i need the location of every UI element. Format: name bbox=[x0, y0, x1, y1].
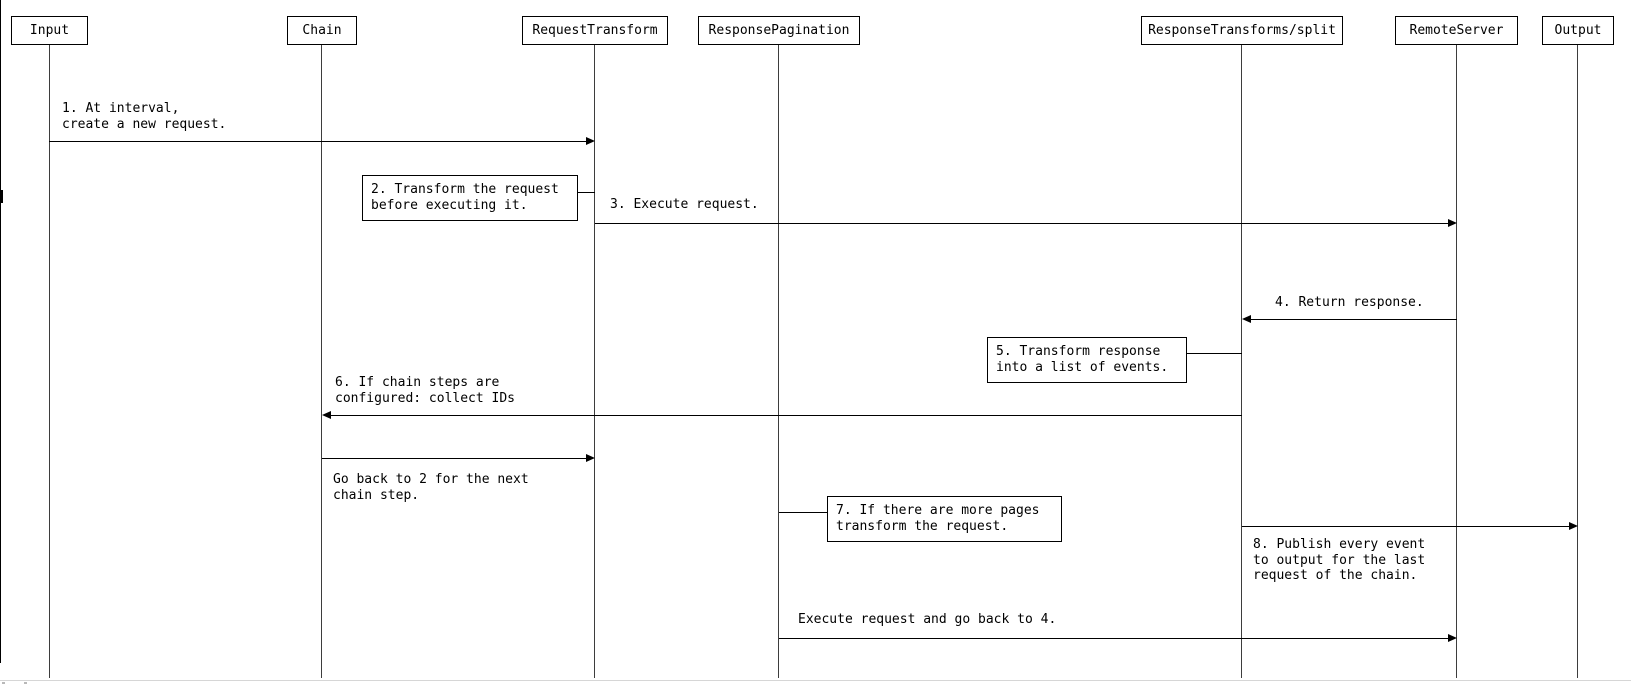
bottom-artifact-dot bbox=[2, 682, 5, 684]
note-7: 7. If there are more pages transform the… bbox=[827, 496, 1062, 542]
lifeline-response-pagination bbox=[778, 45, 779, 678]
arrowhead-left-icon bbox=[1242, 315, 1251, 323]
note-2-connector bbox=[578, 192, 595, 193]
left-frame-mark bbox=[0, 190, 3, 203]
message-3-arrow bbox=[595, 223, 1448, 224]
arrowhead-right-icon bbox=[1448, 219, 1457, 227]
message-4-label: 4. Return response. bbox=[1275, 295, 1424, 310]
note-5-connector bbox=[1187, 353, 1242, 354]
lifeline-response-transforms-split bbox=[1241, 45, 1242, 678]
participant-chain: Chain bbox=[287, 16, 357, 45]
arrowhead-left-icon bbox=[322, 411, 331, 419]
bottom-artifact-dot bbox=[24, 682, 27, 684]
message-execute-arrow bbox=[779, 638, 1448, 639]
message-4-arrow bbox=[1251, 319, 1457, 320]
message-1-arrow bbox=[49, 141, 586, 142]
message-8-arrow bbox=[1242, 526, 1569, 527]
message-1-label: 1. At interval, create a new request. bbox=[62, 101, 227, 132]
participant-output: Output bbox=[1542, 16, 1614, 45]
note-5: 5. Transform response into a list of eve… bbox=[987, 337, 1187, 383]
bottom-border-line bbox=[0, 680, 1631, 681]
message-6-arrow bbox=[331, 415, 1242, 416]
arrowhead-right-icon bbox=[586, 137, 595, 145]
participant-request-transform: RequestTransform bbox=[522, 16, 668, 45]
participant-input: Input bbox=[11, 16, 88, 45]
participant-remote-server: RemoteServer bbox=[1395, 16, 1518, 45]
message-8-label: 8. Publish every event to output for the… bbox=[1253, 537, 1426, 583]
lifeline-output bbox=[1577, 45, 1578, 678]
lifeline-input bbox=[49, 45, 50, 678]
lifeline-request-transform bbox=[594, 45, 595, 678]
note-7-connector bbox=[779, 512, 827, 513]
message-goback-arrow bbox=[322, 458, 586, 459]
message-6-label: 6. If chain steps are configured: collec… bbox=[335, 375, 516, 406]
lifeline-chain bbox=[321, 45, 322, 678]
arrowhead-right-icon bbox=[1569, 522, 1578, 530]
participant-response-transforms-split: ResponseTransforms/split bbox=[1141, 16, 1343, 45]
note-2: 2. Transform the request before executin… bbox=[362, 175, 578, 221]
arrowhead-right-icon bbox=[586, 454, 595, 462]
arrowhead-right-icon bbox=[1448, 634, 1457, 642]
message-execute-label: Execute request and go back to 4. bbox=[798, 612, 1057, 627]
lifeline-remote-server bbox=[1456, 45, 1457, 678]
left-frame-line bbox=[0, 0, 1, 663]
message-3-label: 3. Execute request. bbox=[610, 197, 759, 212]
message-goback-label: Go back to 2 for the next chain step. bbox=[333, 472, 529, 503]
participant-response-pagination: ResponsePagination bbox=[698, 16, 860, 45]
